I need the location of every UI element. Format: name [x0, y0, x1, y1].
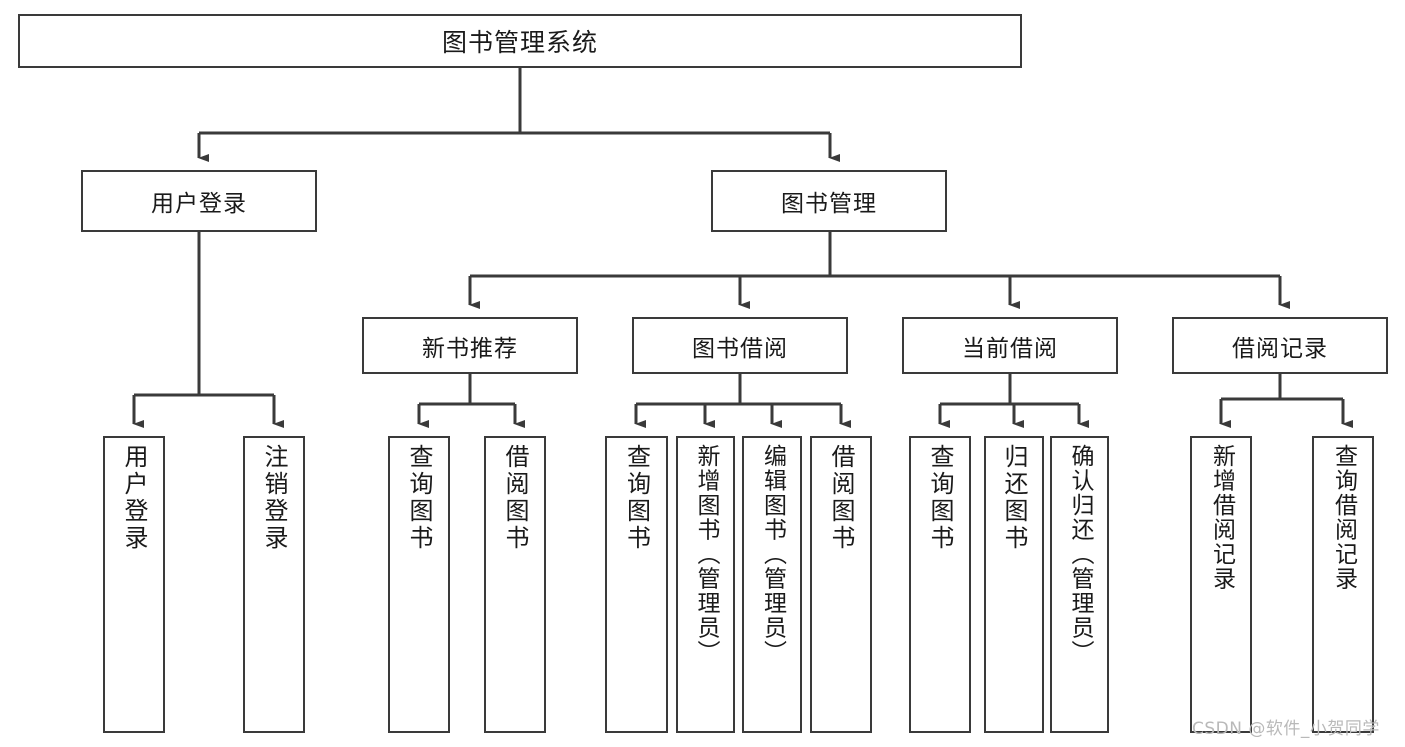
node-label: 图书管理系统 [441, 28, 598, 57]
node-label: 新书推荐 [422, 335, 518, 362]
leaf-borrow-add-book[interactable]: 新增图书（管理员） [676, 436, 735, 733]
node-label: 借阅图书 [501, 444, 529, 552]
node-label: 注销登录 [260, 444, 288, 552]
node-book-borrow[interactable]: 图书借阅 [632, 317, 848, 374]
node-label: 借阅图书 [827, 444, 855, 552]
csdn-watermark: CSDN @软件_小贺同学 [1192, 719, 1380, 739]
leaf-record-query[interactable]: 查询借阅记录 [1312, 436, 1374, 733]
leaf-user-login[interactable]: 用户登录 [103, 436, 165, 733]
node-label: 归还图书 [1000, 444, 1028, 552]
node-root-system[interactable]: 图书管理系统 [18, 14, 1022, 68]
node-label: 查询图书 [622, 444, 651, 552]
node-label: 新增图书（管理员） [693, 444, 719, 665]
node-label: 图书借阅 [692, 335, 788, 362]
node-label: 用户登录 [120, 444, 148, 552]
leaf-logout[interactable]: 注销登录 [243, 436, 305, 733]
node-label: 编辑图书（管理员） [759, 444, 786, 665]
node-user-login[interactable]: 用户登录 [81, 170, 317, 232]
leaf-current-return-book[interactable]: 归还图书 [984, 436, 1044, 733]
leaf-current-confirm-return[interactable]: 确认归还（管理员） [1050, 436, 1109, 733]
leaf-recommend-borrow-book[interactable]: 借阅图书 [484, 436, 546, 733]
node-label: 图书管理 [781, 191, 877, 217]
leaf-borrow-edit-book[interactable]: 编辑图书（管理员） [742, 436, 802, 733]
node-label: 新增借阅记录 [1208, 444, 1235, 591]
node-label: 当前借阅 [962, 335, 1058, 362]
node-new-book-recommendation[interactable]: 新书推荐 [362, 317, 578, 374]
node-label: 借阅记录 [1232, 335, 1328, 362]
leaf-recommend-query-book[interactable]: 查询图书 [388, 436, 450, 733]
leaf-current-query-book[interactable]: 查询图书 [909, 436, 971, 733]
leaf-borrow-query-book[interactable]: 查询图书 [605, 436, 668, 733]
node-current-borrow[interactable]: 当前借阅 [902, 317, 1118, 374]
node-label: 查询图书 [405, 444, 433, 552]
leaf-record-add[interactable]: 新增借阅记录 [1190, 436, 1252, 733]
node-book-management[interactable]: 图书管理 [711, 170, 947, 232]
leaf-borrow-borrow-book[interactable]: 借阅图书 [810, 436, 872, 733]
node-label: 查询借阅记录 [1330, 444, 1357, 591]
node-label: 查询图书 [926, 444, 954, 552]
node-label: 确认归还（管理员） [1067, 444, 1093, 665]
node-label: 用户登录 [151, 191, 247, 217]
node-borrow-record[interactable]: 借阅记录 [1172, 317, 1388, 374]
